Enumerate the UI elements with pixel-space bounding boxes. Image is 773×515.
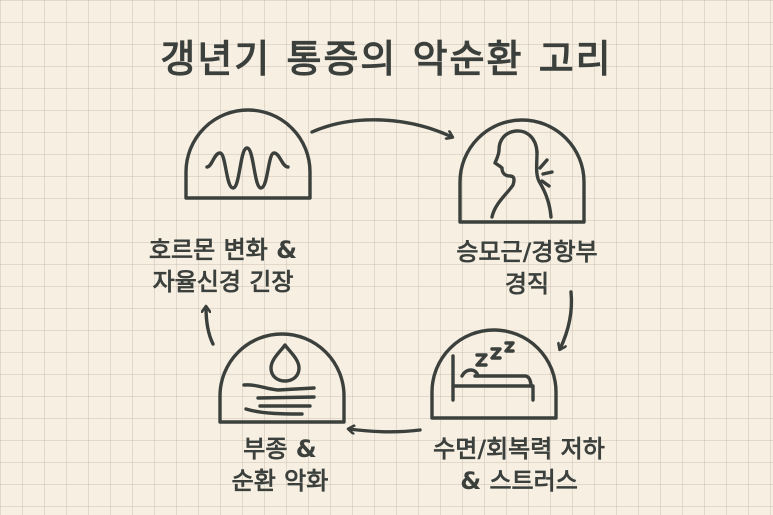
- arrow-sleep-to-edema: [349, 429, 422, 432]
- arrow-edema-to-hormone: [206, 307, 215, 346]
- arrow-neck-to-sleep: [560, 290, 574, 349]
- hormone-wave-icon: [184, 108, 312, 200]
- stage-label-hormone: 호르몬 변화 & 자율신경 긴장: [148, 236, 298, 296]
- stage-label-neck: 승모근/경항부 경직: [456, 238, 598, 298]
- neck-shoulder-pain-icon: [458, 118, 586, 224]
- arrow-hormone-to-neck: [310, 118, 452, 137]
- sleeping-bed-icon: [430, 328, 558, 420]
- stage-label-edema: 부종 & 순환 악화: [231, 435, 329, 495]
- diagram-title: 갱년기 통증의 악순환 고리: [160, 37, 613, 81]
- water-drop-hand-icon: [218, 332, 346, 424]
- stage-label-sleep: 수면/회복력 저하 & 스트러스: [433, 435, 605, 495]
